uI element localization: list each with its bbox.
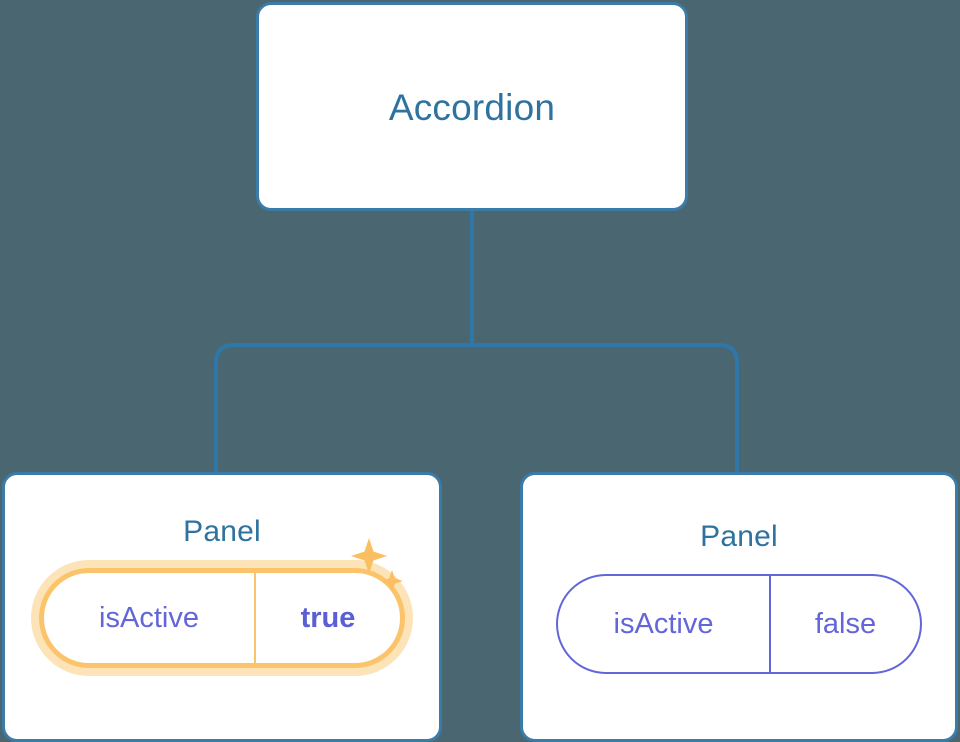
prop-pill-isactive-false[interactable]: isActive false xyxy=(556,574,922,674)
node-card-accordion[interactable]: Accordion xyxy=(256,2,688,211)
node-title-panel-right: Panel xyxy=(700,520,778,553)
prop-key-cell-right: isActive xyxy=(558,576,771,672)
prop-value-label-right: false xyxy=(814,607,877,640)
prop-key-cell-left: isActive xyxy=(44,573,256,663)
node-card-panel-right[interactable]: Panel isActive false xyxy=(520,472,958,742)
prop-value-cell-left: true xyxy=(256,573,400,663)
prop-value-cell-right: false xyxy=(771,576,920,672)
prop-pill-isactive-true[interactable]: isActive true xyxy=(39,568,405,668)
prop-key-label-left: isActive xyxy=(99,601,199,634)
prop-key-label-right: isActive xyxy=(613,607,714,640)
connector-branch-bar xyxy=(214,343,739,472)
prop-row-right: isActive false xyxy=(523,574,955,674)
node-title-accordion: Accordion xyxy=(388,87,556,128)
node-title-panel-left: Panel xyxy=(183,515,261,548)
prop-value-label-left: true xyxy=(300,601,356,634)
prop-row-left: isActive true xyxy=(5,538,439,668)
node-card-panel-left[interactable]: Panel isActive true xyxy=(2,472,442,742)
